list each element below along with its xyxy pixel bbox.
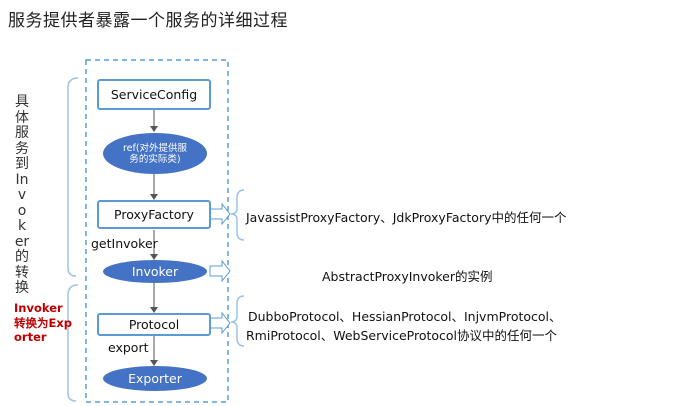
invoker-note: AbstractProxyInvoker的实例	[322, 269, 493, 284]
hollow-arrow-proxy	[209, 202, 231, 226]
protocol-note-line1: DubboProtocol、HessianProtocol、InjvmProto…	[248, 309, 562, 324]
proxy-factory-box: ProxyFactory	[97, 200, 211, 229]
right-bracket-1	[230, 189, 245, 241]
service-config-box: ServiceConfig	[97, 79, 211, 110]
protocol-note-line2: RmiProtocol、WebServiceProtocol协议中的任何一个	[246, 328, 558, 343]
left-label-invoker-conversion: 具体服务到Invoker的转换	[14, 94, 30, 296]
get-invoker-label: getInvoker	[91, 236, 158, 251]
left-bracket-1	[67, 77, 79, 277]
right-bracket-2	[230, 295, 245, 347]
page-title: 服务提供者暴露一个服务的详细过程	[8, 11, 288, 31]
proxy-factory-note: JavassistProxyFactory、JdkProxyFactory中的任…	[246, 210, 567, 225]
hollow-arrow-invoker	[209, 259, 231, 283]
protocol-box: Protocol	[97, 313, 211, 336]
export-label: export	[108, 340, 149, 355]
ref-ellipse: ref(对外提供服务的实际类)	[103, 133, 207, 174]
hollow-arrow-protocol	[209, 311, 231, 335]
left-label-exporter-conversion: Invoker转换为Exporter	[14, 301, 73, 344]
invoker-ellipse: Invoker	[103, 260, 207, 283]
dashed-container	[85, 59, 229, 403]
left-bracket-2	[67, 284, 79, 402]
exporter-ellipse: Exporter	[103, 366, 207, 391]
